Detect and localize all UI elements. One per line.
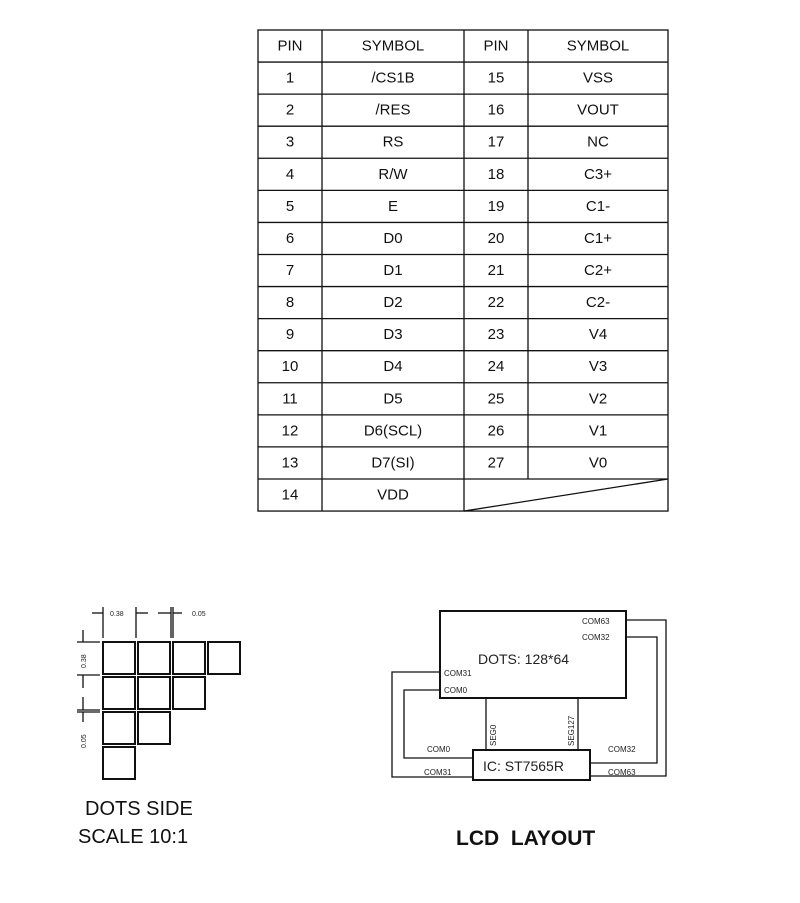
table-border (257, 29, 669, 512)
dots-side-title: DOTS SIDE (85, 798, 193, 820)
pin-symbol: D2 (383, 294, 402, 311)
com0-ic-label: COM0 (427, 745, 451, 754)
lcd-panel (439, 610, 627, 699)
pin-number: 22 (488, 294, 505, 311)
pin-number: 8 (286, 294, 294, 311)
com32-ic-label: COM32 (608, 745, 636, 754)
pin-number: 2 (286, 102, 294, 119)
seg0-label: SEG0 (489, 724, 498, 746)
pin-symbol: /RES (375, 102, 410, 119)
pin-symbol: D5 (383, 390, 402, 407)
dim-dot-width: 0.38 (110, 611, 124, 618)
pin-symbol: C1+ (584, 230, 612, 247)
pin-number: 9 (286, 326, 294, 343)
pin-symbol: C1- (586, 198, 610, 215)
pin-number: 3 (286, 134, 294, 151)
pin-symbol: V0 (589, 454, 607, 471)
dot-square (137, 711, 171, 745)
pin-number: 21 (488, 262, 505, 279)
pin-symbol: VSS (583, 70, 613, 87)
pin-symbol: RS (383, 134, 404, 151)
pin-symbol: C3+ (584, 166, 612, 183)
pin-symbol: NC (587, 134, 609, 151)
pin-symbol: D7(SI) (371, 454, 414, 471)
dot-square (207, 641, 241, 675)
pin-symbol: V3 (589, 358, 607, 375)
header-cell: PIN (277, 38, 302, 55)
dot-square (137, 641, 171, 675)
com63-ic-label: COM63 (608, 768, 636, 777)
pin-symbol: D1 (383, 262, 402, 279)
seg127-label: SEG127 (567, 715, 576, 746)
pin-number: 16 (488, 102, 505, 119)
pin-number: 7 (286, 262, 294, 279)
pin-number: 24 (488, 358, 505, 375)
com31-ic-label: COM31 (424, 768, 452, 777)
pin-number: 10 (282, 358, 299, 375)
ic-box (472, 749, 591, 781)
pin-symbol: VOUT (577, 102, 619, 119)
pin-number: 5 (286, 198, 294, 215)
dot-square (172, 676, 206, 710)
pin-symbol: D4 (383, 358, 402, 375)
pin-symbol: D0 (383, 230, 402, 247)
pin-number: 14 (282, 487, 299, 504)
dot-square (172, 641, 206, 675)
pin-symbol: C2+ (584, 262, 612, 279)
pin-symbol: C2- (586, 294, 610, 311)
pin-number: 1 (286, 70, 294, 87)
pin-symbol: /CS1B (371, 70, 414, 87)
dot-square (137, 676, 171, 710)
dots-side-scale: SCALE 10:1 (78, 826, 188, 848)
lcd-layout-diagram: DOTS: 128*64 IC: ST7565R COM63 COM32 COM… (391, 610, 667, 850)
pin-number: 19 (488, 198, 505, 215)
ic-label: IC: ST7565R (483, 758, 564, 774)
header-cell: SYMBOL (362, 38, 425, 55)
dim-dot-gap: 0.05 (192, 611, 206, 618)
pin-number: 15 (488, 70, 505, 87)
pin-number: 4 (286, 166, 294, 183)
dot-square (102, 711, 136, 745)
dot-square (102, 746, 136, 780)
panel-label: DOTS: 128*64 (478, 651, 569, 667)
com31-panel-label: COM31 (444, 669, 472, 678)
pin-symbol: D6(SCL) (364, 422, 422, 439)
pin-symbol: D3 (383, 326, 402, 343)
header-cell: SYMBOL (567, 38, 630, 55)
pin-symbol: V2 (589, 390, 607, 407)
dim-dot-height: 0.38 (81, 654, 88, 668)
dot-square (102, 676, 136, 710)
dot-square (102, 641, 136, 675)
pin-number: 6 (286, 230, 294, 247)
pin-number: 13 (282, 454, 299, 471)
com0-panel-label: COM0 (444, 686, 468, 695)
pin-symbol: R/W (378, 166, 408, 183)
pin-symbol: E (388, 198, 398, 215)
pin-number: 26 (488, 422, 505, 439)
pin-symbol: V4 (589, 326, 607, 343)
lcd-layout-title: LCD LAYOUT (456, 827, 595, 850)
pin-number: 11 (282, 390, 298, 407)
pin-number: 17 (488, 134, 505, 151)
com63-panel-label: COM63 (582, 617, 610, 626)
empty-cell-diagonal (463, 478, 669, 512)
pin-symbol: V1 (589, 422, 607, 439)
pin-number: 20 (488, 230, 505, 247)
pin-number: 18 (488, 166, 505, 183)
pin-number: 25 (488, 390, 505, 407)
pin-symbol: VDD (377, 487, 409, 504)
pin-number: 23 (488, 326, 505, 343)
header-cell: PIN (483, 38, 508, 55)
pin-number: 27 (488, 454, 505, 471)
dots-side-diagram: 0.38 0.05 0.38 0.05 DOTS SIDE SCALE 10:1 (77, 607, 241, 848)
pin-number: 12 (282, 422, 299, 439)
com32-panel-label: COM32 (582, 633, 610, 642)
dim-dot-vgap: 0.05 (81, 734, 88, 748)
